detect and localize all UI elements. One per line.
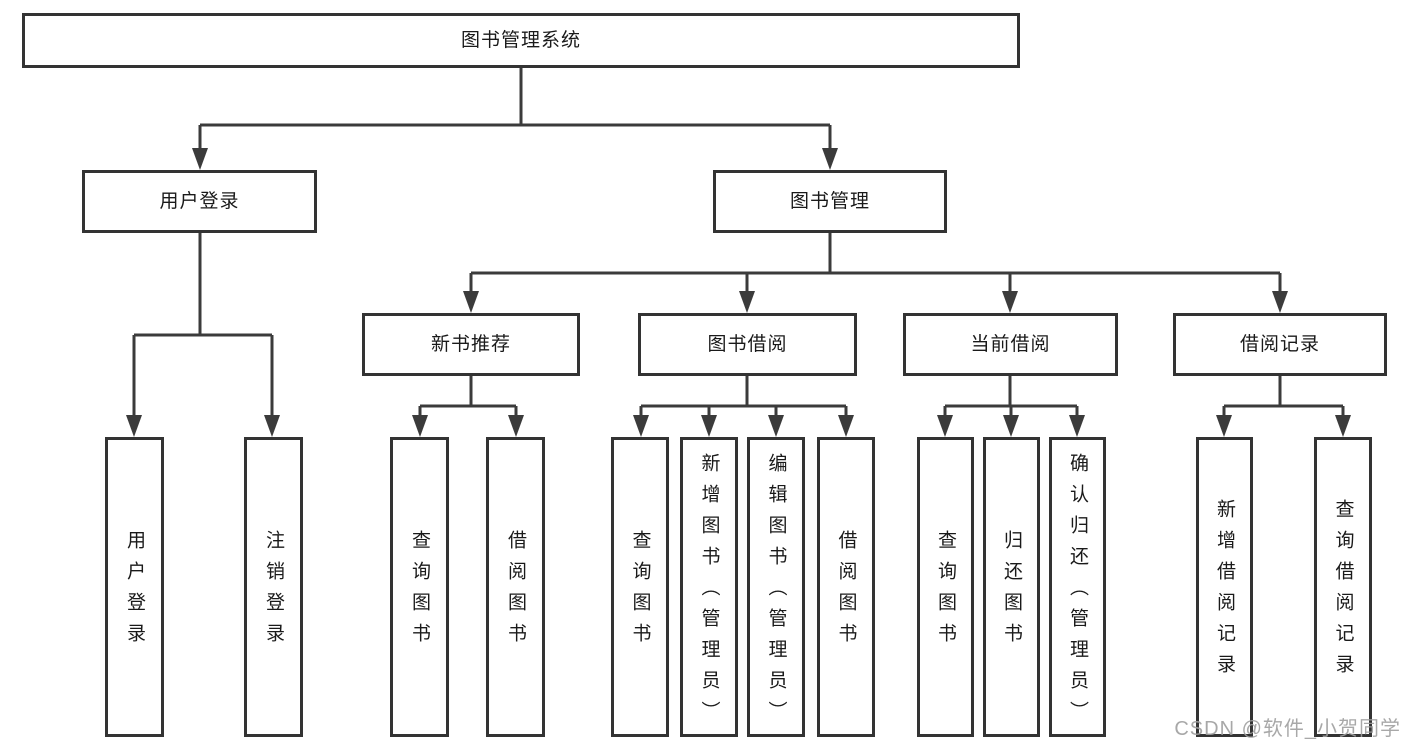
leaf-return-book: 归还图书: [983, 437, 1040, 737]
leaf-add-borrow-record: 新增借阅记录: [1196, 437, 1253, 737]
leaf-query-books-borrow: 查询图书: [611, 437, 669, 737]
node-new-book-recommend: 新书推荐: [362, 313, 580, 376]
leaf-borrow-books-recommend: 借阅图书: [486, 437, 545, 737]
leaf-query-books-recommend: 查询图书: [390, 437, 449, 737]
leaf-add-book-admin: 新增图书（管理员）: [680, 437, 738, 737]
node-library-management-system: 图书管理系统: [22, 13, 1020, 68]
leaf-logout: 注销登录: [244, 437, 303, 737]
leaf-user-login: 用户登录: [105, 437, 164, 737]
node-user-login: 用户登录: [82, 170, 317, 233]
node-book-borrow: 图书借阅: [638, 313, 857, 376]
leaf-edit-book-admin: 编辑图书（管理员）: [747, 437, 805, 737]
leaf-query-borrow-record: 查询借阅记录: [1314, 437, 1372, 737]
node-current-borrow: 当前借阅: [903, 313, 1118, 376]
node-borrow-records: 借阅记录: [1173, 313, 1387, 376]
leaf-confirm-return-admin: 确认归还（管理员）: [1049, 437, 1106, 737]
csdn-watermark: CSDN @软件_小贺同学: [1174, 718, 1401, 740]
node-book-management: 图书管理: [713, 170, 947, 233]
leaf-query-books-current: 查询图书: [917, 437, 974, 737]
leaf-borrow-books: 借阅图书: [817, 437, 875, 737]
